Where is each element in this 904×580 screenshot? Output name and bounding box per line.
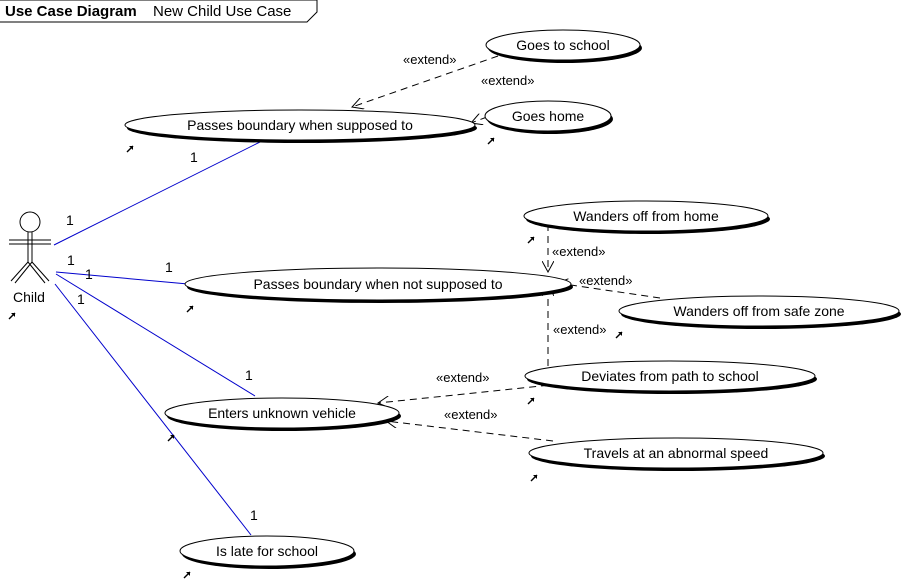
link-arrow-icon[interactable] bbox=[186, 305, 194, 313]
link-arrow-icon[interactable] bbox=[527, 236, 535, 244]
stereotype-labels: «extend» «extend» «extend» «extend» «ext… bbox=[403, 52, 633, 422]
multiplicity-labels: 1 1 1 1 1 1 1 1 bbox=[66, 149, 258, 523]
use-case-label: Enters unknown vehicle bbox=[208, 405, 356, 421]
link-arrow-icon[interactable] bbox=[167, 434, 175, 442]
use-case-label: Goes to school bbox=[516, 37, 609, 53]
extend-label: «extend» bbox=[444, 407, 498, 422]
use-case-label: Wanders off from safe zone bbox=[673, 303, 844, 319]
use-case-label: Goes home bbox=[512, 108, 585, 124]
association-passes-not-supposed[interactable] bbox=[55, 271, 189, 285]
stick-figure-icon bbox=[9, 211, 51, 284]
link-arrow-icon[interactable] bbox=[183, 571, 191, 579]
association-late-school[interactable] bbox=[54, 283, 252, 536]
use-case-label: Travels at an abnormal speed bbox=[584, 445, 769, 461]
multiplicity-label: 1 bbox=[245, 367, 253, 383]
multiplicity-label: 1 bbox=[190, 149, 198, 165]
use-case-goes-to-school[interactable]: Goes to school bbox=[485, 29, 642, 63]
use-case-label: Deviates from path to school bbox=[581, 368, 758, 384]
use-case-passes-boundary-supposed[interactable]: Passes boundary when supposed to bbox=[124, 109, 477, 143]
link-arrow-icon[interactable] bbox=[615, 331, 623, 339]
multiplicity-label: 1 bbox=[77, 291, 85, 307]
associations bbox=[53, 139, 265, 536]
use-case-label: Is late for school bbox=[216, 543, 318, 559]
use-case-late-for-school[interactable]: Is late for school bbox=[179, 535, 356, 569]
extend-goes-to-school[interactable] bbox=[352, 55, 499, 107]
extend-label: «extend» bbox=[579, 273, 633, 288]
use-case-deviates-from-path[interactable]: Deviates from path to school bbox=[524, 360, 817, 394]
use-case-wanders-off-home[interactable]: Wanders off from home bbox=[523, 200, 770, 234]
use-case-passes-boundary-not-supposed[interactable]: Passes boundary when not supposed to bbox=[184, 267, 573, 303]
multiplicity-label: 1 bbox=[165, 259, 173, 275]
extend-wanders-safe[interactable] bbox=[557, 283, 661, 299]
use-case-label: Wanders off from home bbox=[573, 208, 719, 224]
extend-label: «extend» bbox=[436, 370, 490, 385]
diagram-kind-label: Use Case Diagram bbox=[5, 3, 137, 20]
extend-goes-home[interactable] bbox=[471, 117, 488, 123]
diagram-frame-header: Use Case Diagram New Child Use Case bbox=[0, 0, 318, 23]
multiplicity-label: 1 bbox=[66, 212, 74, 228]
extend-dependencies bbox=[352, 55, 661, 442]
use-case-goes-home[interactable]: Goes home bbox=[484, 100, 613, 134]
extend-abnormal-speed[interactable] bbox=[386, 421, 554, 442]
use-case-wanders-off-safe-zone[interactable]: Wanders off from safe zone bbox=[618, 295, 901, 329]
use-case-label: Passes boundary when not supposed to bbox=[253, 276, 502, 292]
use-case-travels-abnormal-speed[interactable]: Travels at an abnormal speed bbox=[528, 437, 825, 471]
association-enters-vehicle[interactable] bbox=[55, 273, 256, 397]
extend-label: «extend» bbox=[403, 52, 457, 67]
extend-deviates-to-vehicle[interactable] bbox=[378, 383, 561, 403]
association-passes-supposed[interactable] bbox=[53, 139, 265, 246]
extend-label: «extend» bbox=[552, 244, 606, 259]
multiplicity-label: 1 bbox=[67, 252, 75, 268]
extend-label: «extend» bbox=[553, 322, 607, 337]
link-arrow-icon[interactable] bbox=[487, 137, 495, 145]
link-arrow-icon[interactable] bbox=[126, 145, 134, 153]
actor-child[interactable]: Child bbox=[9, 211, 51, 305]
link-glyphs bbox=[8, 137, 623, 579]
extend-label: «extend» bbox=[481, 73, 535, 88]
link-arrow-icon[interactable] bbox=[8, 312, 16, 320]
multiplicity-label: 1 bbox=[250, 507, 258, 523]
actor-name: Child bbox=[13, 289, 45, 305]
use-case-enters-unknown-vehicle[interactable]: Enters unknown vehicle bbox=[164, 397, 401, 431]
multiplicity-label: 1 bbox=[85, 266, 93, 282]
use-case-label: Passes boundary when supposed to bbox=[187, 117, 413, 133]
link-arrow-icon[interactable] bbox=[527, 397, 535, 405]
link-arrow-icon[interactable] bbox=[530, 474, 538, 482]
diagram-name-label: New Child Use Case bbox=[153, 3, 291, 20]
